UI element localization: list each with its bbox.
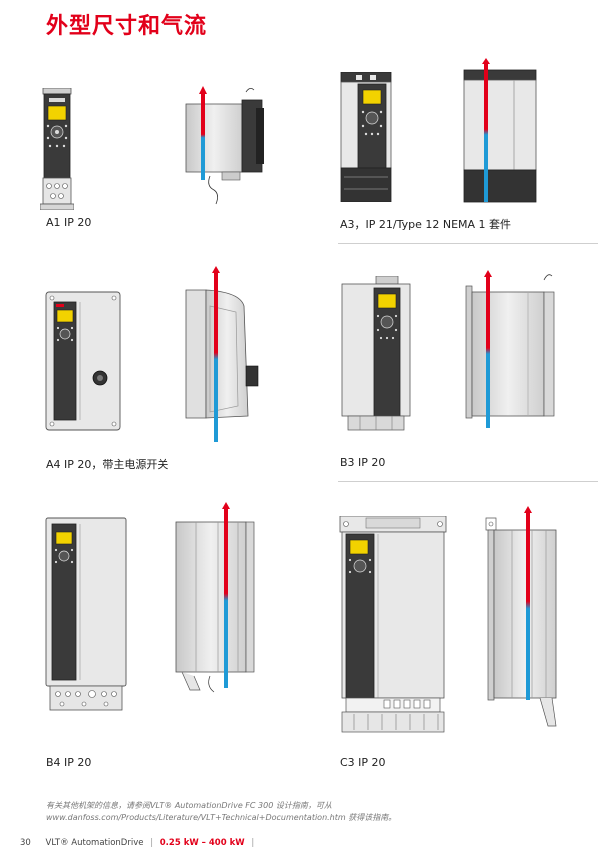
page-footer: 30 VLT® AutomationDrive | 0.25 kW – 400 … <box>20 838 258 848</box>
divider-2 <box>338 481 598 482</box>
divider-1 <box>338 243 598 244</box>
reference-note-line-1: 有关其他机架的信息，请参阅VLT® AutomationDrive FC 300… <box>46 801 332 810</box>
b3-side-view <box>465 270 555 428</box>
caption-b3: B3 IP 20 <box>340 456 386 469</box>
a4-front-view <box>45 291 121 431</box>
a3-side-view <box>463 58 537 203</box>
a1-side-view <box>185 86 264 205</box>
a3-front-view <box>340 72 392 202</box>
reference-note: 有关其他机架的信息，请参阅VLT® AutomationDrive FC 300… <box>46 800 566 824</box>
b4-front-view <box>45 517 127 711</box>
a4-side-view <box>185 266 259 442</box>
footer-separator-end: | <box>251 838 255 848</box>
caption-c3: C3 IP 20 <box>340 756 386 769</box>
footer-brand: VLT® AutomationDrive <box>45 838 144 848</box>
c3-front-view <box>339 516 447 733</box>
page-number: 30 <box>20 838 31 848</box>
a1-front-view <box>40 88 74 210</box>
b4-side-view <box>175 502 255 693</box>
page-title: 外型尺寸和气流 <box>46 14 208 39</box>
caption-b4: B4 IP 20 <box>46 756 92 769</box>
c3-side-view <box>485 506 557 727</box>
footer-separator: | <box>150 838 154 848</box>
caption-a1: A1 IP 20 <box>46 216 92 229</box>
reference-note-line-2: www.danfoss.com/Products/Literature/VLT+… <box>46 813 397 822</box>
caption-a3: A3，IP 21/Type 12 NEMA 1 套件 <box>340 218 512 231</box>
b3-front-view <box>341 276 411 431</box>
footer-power-range: 0.25 kW – 400 kW <box>159 838 245 848</box>
caption-a4: A4 IP 20，带主电源开关 <box>46 458 169 471</box>
